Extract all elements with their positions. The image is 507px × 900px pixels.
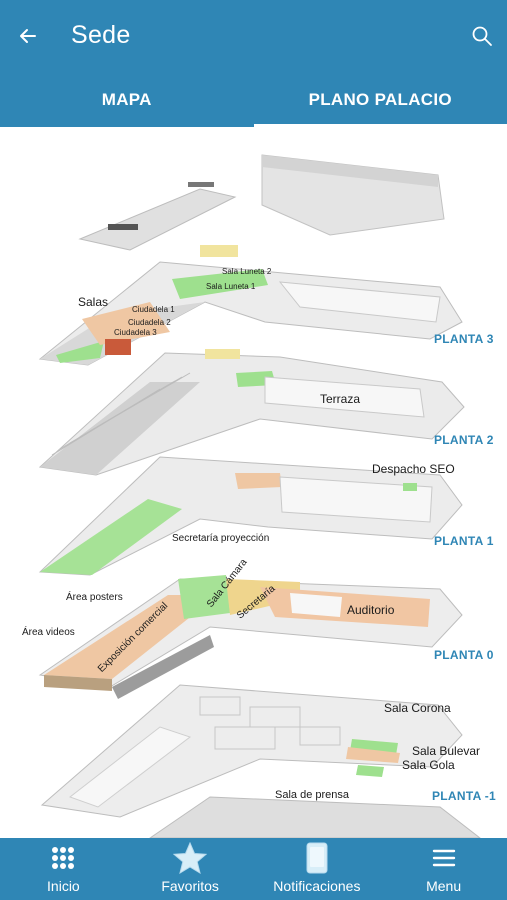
arrow-left-icon	[20, 29, 36, 43]
nav-inicio[interactable]: Inicio	[0, 838, 127, 900]
room-sala-luneta-2[interactable]: Sala Luneta 2	[222, 267, 272, 276]
room-sala-de-prensa[interactable]: Sala de prensa	[275, 789, 349, 801]
floor-label-2: PLANTA 2	[434, 433, 494, 447]
nav-notificaciones-label: Notificaciones	[273, 878, 361, 894]
tab-plano-palacio[interactable]: PLANO PALACIO	[253, 72, 507, 127]
nav-inicio-label: Inicio	[47, 878, 80, 894]
floor-label-1: PLANTA 1	[434, 534, 494, 548]
room-despacho-seo[interactable]: Despacho SEO	[372, 462, 455, 476]
room-sala-gola[interactable]: Sala Gola	[402, 758, 455, 772]
floor-label-3: PLANTA 3	[434, 332, 494, 346]
room-sala-bulevar[interactable]: Sala Bulevar	[412, 744, 481, 758]
nav-favoritos-label: Favoritos	[161, 878, 219, 894]
room-area-posters[interactable]: Área posters	[66, 592, 123, 603]
hamburger-icon	[432, 849, 455, 867]
bottom-navigation: Inicio Favoritos Notificaciones Menu	[0, 838, 507, 900]
room-ciudadela-1[interactable]: Ciudadela 1	[132, 305, 175, 314]
tab-mapa[interactable]: MAPA	[101, 89, 152, 109]
room-ciudadela-3[interactable]: Ciudadela 3	[114, 328, 157, 337]
grid-icon	[52, 847, 75, 869]
nav-menu[interactable]: Menu	[380, 838, 507, 900]
room-sala-corona[interactable]: Sala Corona	[384, 701, 451, 715]
room-ciudadela-2[interactable]: Ciudadela 2	[128, 318, 171, 327]
room-secretaria-proyeccion[interactable]: Secretaría proyección	[172, 533, 270, 544]
app-bar: Sede MAPA PLANO PALACIO	[0, 0, 507, 127]
floor-label-minus1: PLANTA -1	[432, 789, 497, 803]
tab-bar: MAPA PLANO PALACIO	[0, 72, 507, 127]
room-area-videos[interactable]: Área videos	[22, 627, 75, 638]
room-terraza[interactable]: Terraza	[320, 392, 361, 406]
floor-plan-map[interactable]: PLANTA 3 PLANTA 2 PLANTA 1 PLANTA 0 PLAN…	[0, 127, 507, 838]
building-floors-drawing	[38, 154, 481, 838]
room-auditorio[interactable]: Auditorio	[347, 603, 395, 617]
nav-notificaciones[interactable]: Notificaciones	[254, 838, 381, 900]
room-sala-luneta-1[interactable]: Sala Luneta 1	[206, 282, 256, 291]
star-icon	[173, 842, 208, 874]
page-title: Sede	[71, 21, 131, 49]
nav-favoritos[interactable]: Favoritos	[127, 838, 254, 900]
floor-label-0: PLANTA 0	[434, 648, 494, 662]
search-button[interactable]	[468, 22, 496, 50]
room-salas[interactable]: Salas	[78, 295, 109, 309]
phone-icon	[306, 842, 328, 874]
back-button[interactable]	[14, 22, 42, 50]
search-icon	[472, 26, 492, 46]
nav-menu-label: Menu	[426, 878, 462, 894]
